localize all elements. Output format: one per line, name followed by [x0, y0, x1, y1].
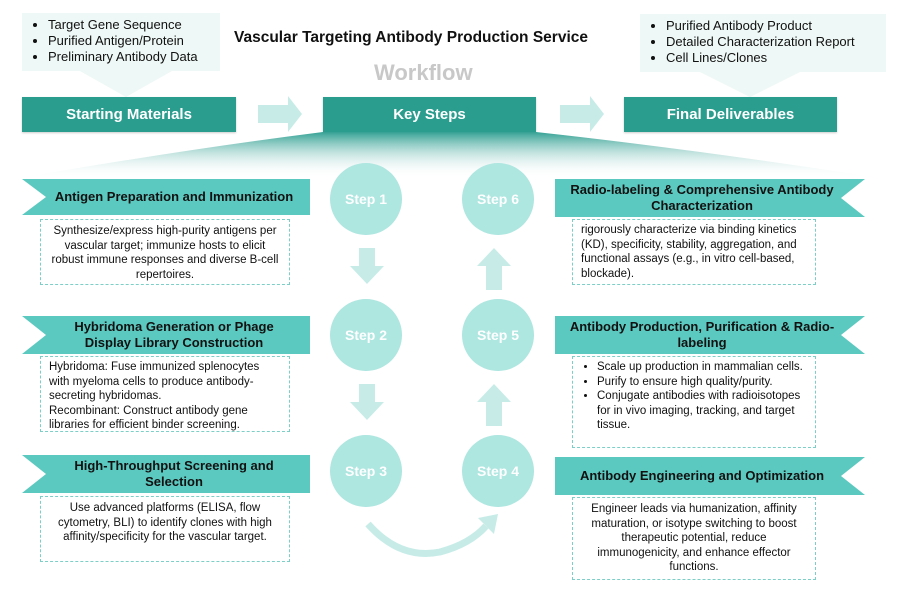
header-key-steps: Key Steps	[323, 97, 536, 132]
output-item: Detailed Characterization Report	[666, 34, 878, 50]
starting-materials-box: Target Gene Sequence Purified Antigen/Pr…	[22, 13, 220, 71]
header-starting-materials: Starting Materials	[22, 97, 236, 132]
step-4-title: Antibody Engineering and Optimization	[555, 457, 865, 495]
step-6-circle: Step 6	[462, 163, 534, 235]
down-arrow	[350, 248, 384, 284]
curved-arrow-head	[478, 514, 498, 534]
step-2-title: Hybridoma Generation or Phage Display Li…	[22, 316, 310, 354]
step-2-desc-line: Recombinant: Construct antibody gene lib…	[49, 404, 248, 432]
step-5-description: Scale up production in mammalian cells. …	[572, 356, 816, 448]
workflow-label: Workflow	[374, 60, 473, 85]
output-item: Cell Lines/Clones	[666, 50, 878, 66]
page-title: Vascular Targeting Antibody Production S…	[234, 29, 588, 46]
input-item: Preliminary Antibody Data	[48, 49, 212, 65]
up-arrow	[477, 384, 511, 426]
bullet-item: Purify to ensure high quality/purity.	[597, 375, 807, 390]
output-item: Purified Antibody Product	[666, 18, 878, 34]
bullet-item: Scale up production in mammalian cells.	[597, 360, 807, 375]
step-1-circle: Step 1	[330, 163, 402, 235]
down-triangle	[700, 72, 800, 97]
step-5-circle: Step 5	[462, 299, 534, 371]
step-1-title: Antigen Preparation and Immunization	[22, 179, 310, 215]
step-6-description: rigorously characterize via binding kine…	[572, 219, 816, 285]
step-3-description: Use advanced platforms (ELISA, flow cyto…	[40, 496, 290, 562]
step-1-description: Synthesize/express high-purity antigens …	[40, 219, 290, 285]
bullet-item: Conjugate antibodies with radioisotopes …	[597, 389, 807, 433]
step-3-title: High-Throughput Screening and Selection	[22, 455, 310, 493]
step-4-description: Engineer leads via humanization, affinit…	[572, 497, 816, 580]
fan-shape	[20, 132, 880, 178]
input-item: Purified Antigen/Protein	[48, 33, 212, 49]
step-4-circle: Step 4	[462, 435, 534, 507]
step-2-circle: Step 2	[330, 299, 402, 371]
step-2-description: Hybridoma: Fuse immunized splenocytes wi…	[40, 356, 290, 432]
step-3-circle: Step 3	[330, 435, 402, 507]
up-arrow	[477, 248, 511, 290]
step-5-title: Antibody Production, Purification & Radi…	[555, 316, 865, 354]
step-6-title: Radio-labeling & Comprehensive Antibody …	[555, 179, 865, 217]
curved-arrow	[365, 521, 489, 557]
down-arrow	[350, 384, 384, 420]
input-item: Target Gene Sequence	[48, 17, 212, 33]
deliverables-box: Purified Antibody Product Detailed Chara…	[640, 14, 886, 72]
header-final-deliverables: Final Deliverables	[624, 97, 837, 132]
right-arrow	[560, 96, 604, 132]
step-2-desc-line: Hybridoma: Fuse immunized splenocytes wi…	[49, 361, 260, 402]
right-arrow	[258, 96, 302, 132]
down-triangle	[80, 71, 172, 97]
